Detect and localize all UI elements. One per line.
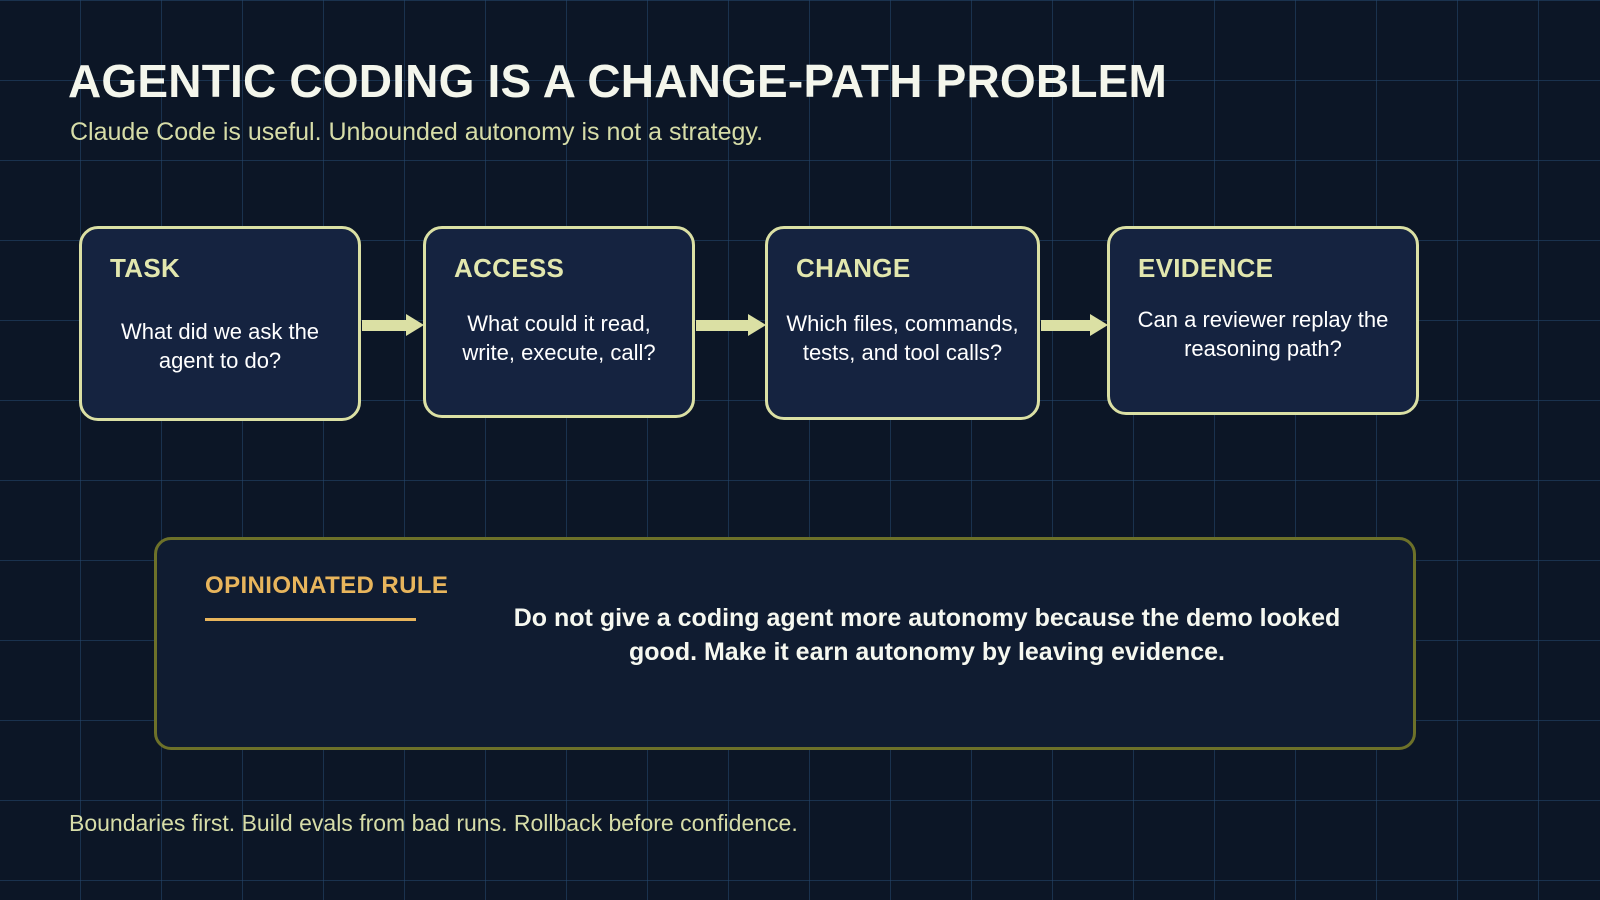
stage-label: TASK	[110, 253, 181, 283]
page-title: AGENTIC CODING IS A CHANGE-PATH PROBLEM	[68, 55, 1168, 107]
arrow-head	[1090, 314, 1108, 336]
footer-text: Boundaries first. Build evals from bad r…	[69, 810, 798, 836]
arrow-right-icon	[362, 314, 424, 336]
arrow-shaft	[362, 320, 406, 331]
stage-body: What could it read, write, execute, call…	[462, 311, 656, 366]
stage-label: EVIDENCE	[1138, 253, 1274, 283]
stage-card-change: CHANGE Which files, commands, tests, and…	[765, 226, 1040, 420]
stage-card-evidence: EVIDENCE Can a reviewer replay the reaso…	[1107, 226, 1419, 415]
stage-label: ACCESS	[454, 253, 565, 283]
page-subtitle: Claude Code is useful. Unbounded autonom…	[70, 118, 764, 146]
rule-underline-divider	[205, 618, 416, 621]
rule-kicker-label: OPINIONATED RULE	[205, 572, 449, 599]
opinionated-rule-panel: OPINIONATED RULE Do not give a coding ag…	[154, 537, 1416, 750]
arrow-head	[406, 314, 424, 336]
stage-card-access: ACCESS What could it read, write, execut…	[423, 226, 695, 418]
arrow-shaft	[1041, 320, 1090, 331]
stage-label: CHANGE	[796, 253, 911, 283]
rule-statement-text: Do not give a coding agent more autonomy…	[513, 604, 1341, 666]
stage-card-task: TASK What did we ask the agent to do?	[79, 226, 361, 421]
arrow-right-icon	[696, 314, 766, 336]
stage-body: Which files, commands, tests, and tool c…	[786, 311, 1019, 366]
arrow-shaft	[696, 320, 748, 331]
stage-body: What did we ask the agent to do?	[120, 319, 320, 374]
arrow-head	[748, 314, 766, 336]
arrow-right-icon	[1041, 314, 1108, 336]
stage-body: Can a reviewer replay the reasoning path…	[1137, 307, 1389, 362]
